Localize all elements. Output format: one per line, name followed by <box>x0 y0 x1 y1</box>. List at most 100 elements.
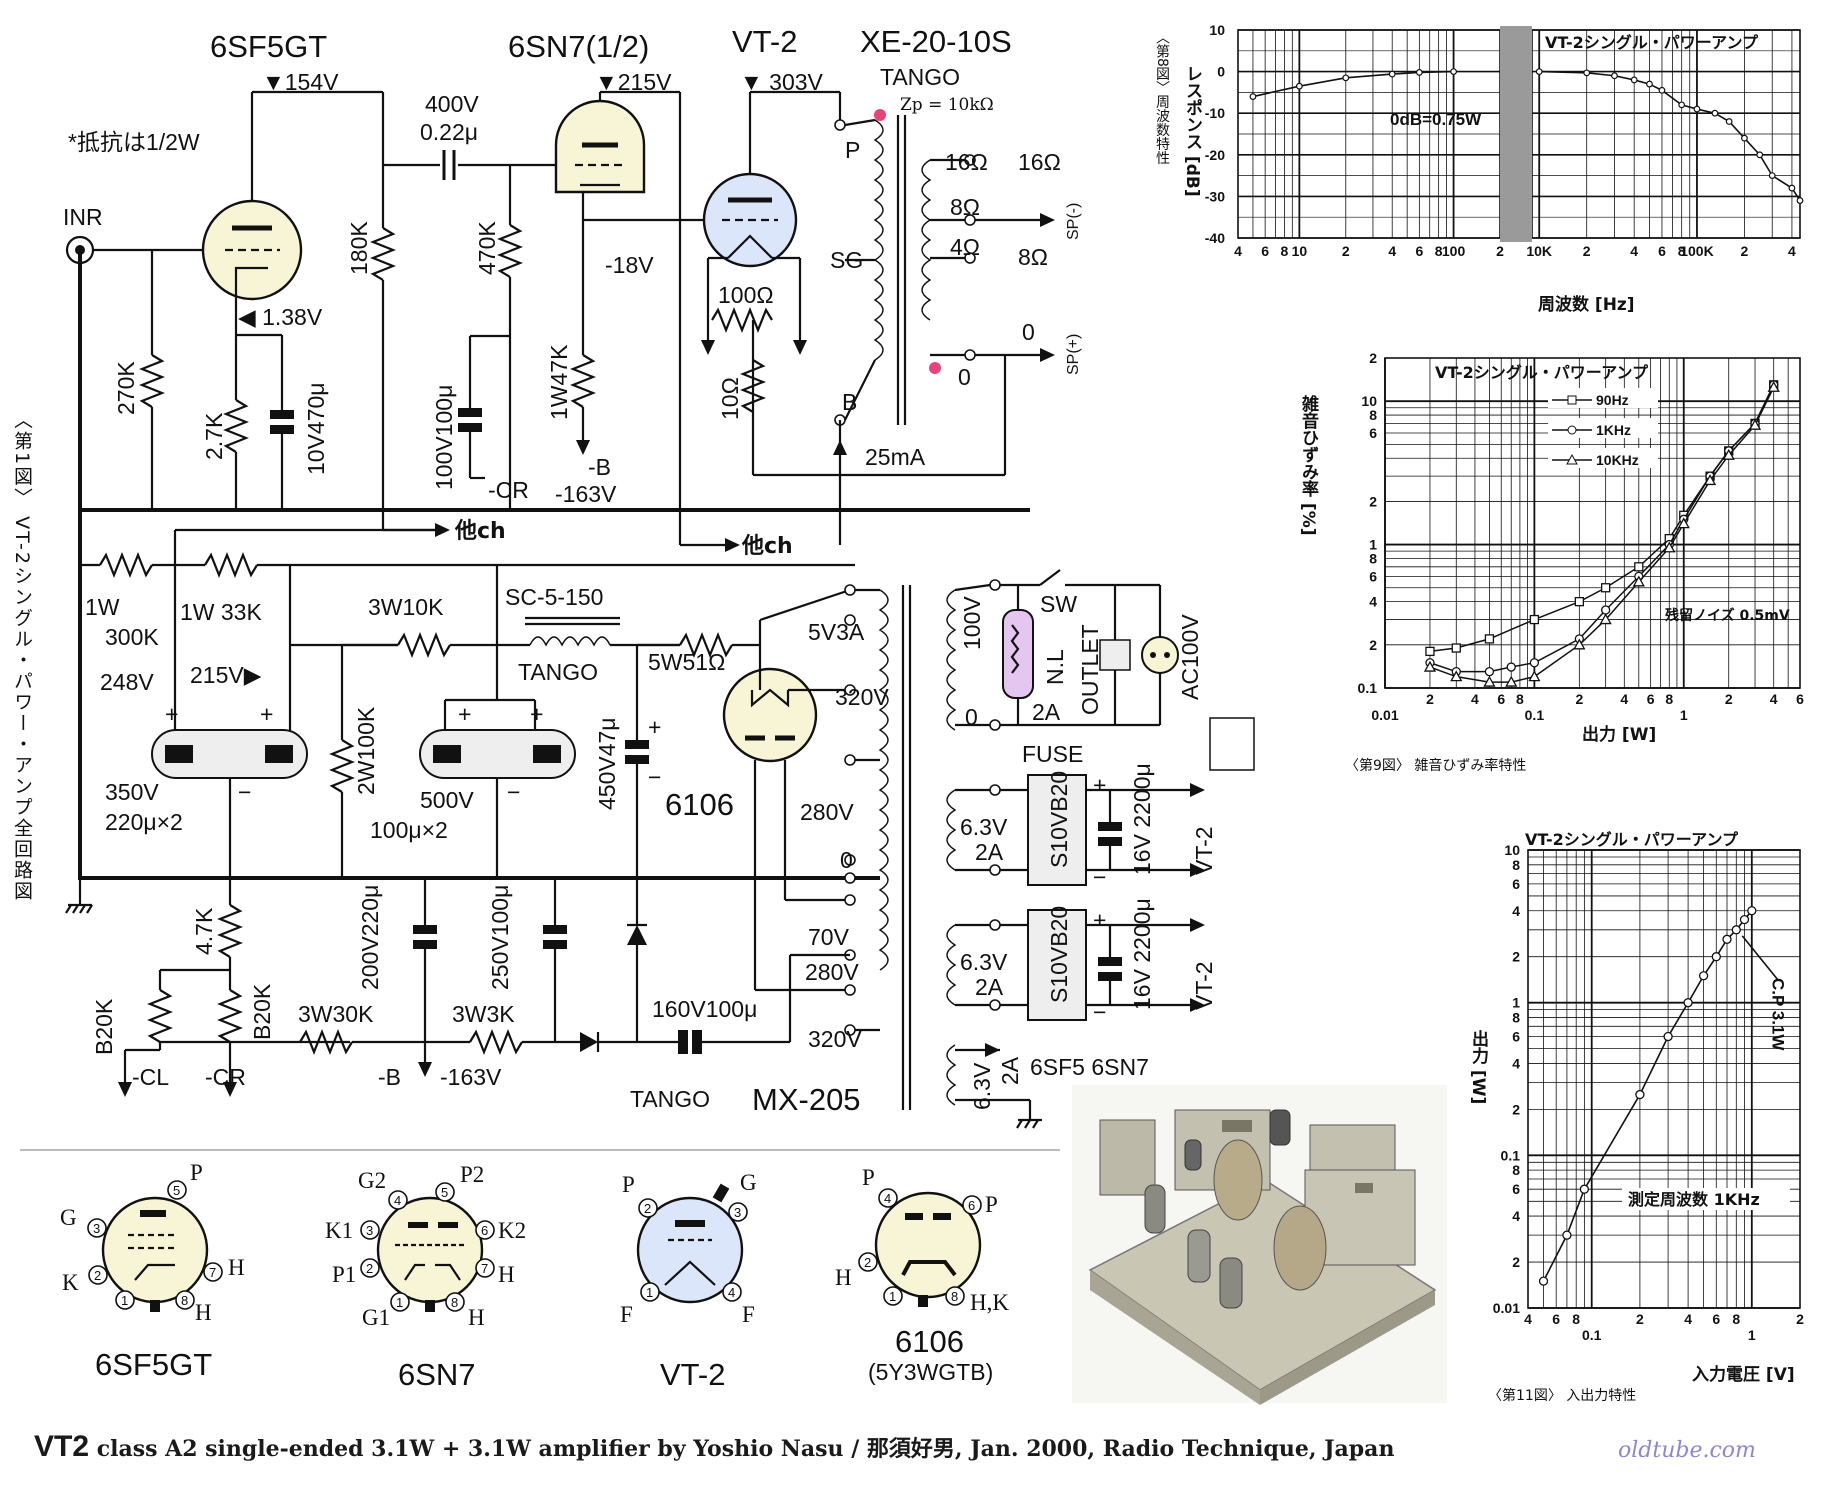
data-point <box>1711 109 1719 117</box>
r1w33k-label: 1W 33K <box>180 599 262 625</box>
legend-marker <box>1567 395 1577 405</box>
h1-diode: S10VB20 <box>1046 771 1072 868</box>
svg-text:7: 7 <box>209 1265 216 1280</box>
r4-7k-label: 4.7K <box>191 907 217 955</box>
y-tick-label: 8 <box>1512 857 1520 873</box>
pinout-4-name: 6106 <box>895 1324 964 1359</box>
c500v-label: 500V <box>420 787 474 813</box>
y-tick-label: 4 <box>1512 1208 1520 1224</box>
svg-text:P: P <box>862 1165 875 1190</box>
tap-p: P <box>845 137 860 163</box>
data-point <box>1579 1184 1590 1194</box>
pt-280b: 280V <box>805 959 859 985</box>
x-tick-label: 2 <box>1725 691 1733 707</box>
pinout-1-name: 6SF5GT <box>95 1347 212 1382</box>
v3-grid-voltage: -18V <box>605 252 654 278</box>
cl-label: -CL <box>132 1064 169 1090</box>
data-point <box>1693 105 1701 113</box>
y-tick-label: 8 <box>1369 407 1377 423</box>
legend-marker <box>1566 453 1578 465</box>
svg-text:3: 3 <box>734 1205 741 1220</box>
b20k-1-label: B20K <box>91 998 117 1055</box>
data-point <box>1611 72 1618 80</box>
b-minus-label: -B <box>588 454 611 480</box>
data-point <box>1630 76 1638 84</box>
svg-text:P: P <box>190 1160 203 1185</box>
pt-70: 70V <box>808 924 850 950</box>
svg-text:1: 1 <box>889 1289 896 1304</box>
y-tick-label: 0 <box>1217 64 1225 80</box>
y-tick-label: 8 <box>1369 550 1377 566</box>
x-tick-label: 1 <box>1680 707 1688 723</box>
v1-cathode-voltage: ◀ 1.38V <box>238 304 323 330</box>
svg-text:G2: G2 <box>358 1168 386 1193</box>
chart1-title: VT-2シングル・パワーアンプ <box>1545 33 1759 52</box>
svg-text:−: − <box>1093 999 1106 1025</box>
svg-text:H: H <box>228 1255 245 1280</box>
v3-plate-voltage: ▼ 303V <box>740 69 824 95</box>
y-tick-label: 4 <box>1369 594 1377 610</box>
x-tick-label: 10K <box>1526 243 1552 259</box>
data-point <box>1677 517 1690 529</box>
pt-maker: TANGO <box>630 1086 710 1112</box>
data-point <box>1484 667 1495 677</box>
sec-8: 8Ω <box>1018 244 1048 270</box>
x-tick-label: 100 <box>1442 243 1466 259</box>
tube-6106 <box>722 588 851 992</box>
pt-320: 320V <box>835 684 889 710</box>
x-tick-label: 6 <box>1712 1311 1720 1327</box>
zp-label: Zp = 10kΩ <box>900 95 994 115</box>
y-tick-label: -10 <box>1205 105 1225 121</box>
data-point <box>1722 934 1732 944</box>
tube-6sn7 <box>554 90 740 552</box>
svg-text:+: + <box>165 701 178 727</box>
data-point <box>1767 380 1780 392</box>
x-tick-label: 4 <box>1788 243 1796 259</box>
data-point <box>1249 93 1257 100</box>
v215: 215V▶ <box>190 662 262 688</box>
bias-supply <box>118 878 792 1097</box>
svg-text:1: 1 <box>396 1295 403 1310</box>
cc-voltage: 400V <box>425 91 479 117</box>
c10v470-label: 10V470μ <box>303 382 329 475</box>
x-tick-label: 0.1 <box>1525 707 1545 723</box>
data-point <box>1768 172 1776 180</box>
h2-cap: 16V 2200μ <box>1129 898 1155 1010</box>
data-point <box>1583 69 1591 77</box>
chart3-title: VT-2シングル・パワーアンプ <box>1525 830 1739 849</box>
v3-label: VT-2 <box>732 24 797 59</box>
svg-text:K2: K2 <box>498 1218 526 1243</box>
r100ohm-label: 100Ω <box>718 282 774 308</box>
y-tick-label: 0.1 <box>1358 680 1378 696</box>
svg-text:H: H <box>498 1262 515 1287</box>
data-point <box>1528 670 1541 682</box>
sec-0: 0 <box>1022 319 1035 345</box>
ac-label: AC100V <box>1177 614 1203 700</box>
x-tick-label: 4 <box>1684 1311 1692 1327</box>
h1-v: 6.3V <box>960 814 1008 840</box>
series-line <box>1539 70 1801 201</box>
svg-text:K: K <box>62 1270 79 1295</box>
fuse-a: 2A <box>1032 699 1061 725</box>
cap-500v-block: + + − <box>419 565 576 880</box>
series-line <box>1542 910 1753 1282</box>
output-transformer <box>833 109 1055 545</box>
legend-marker <box>1567 425 1577 435</box>
x-tick-label: 100K <box>1680 243 1713 259</box>
site-link[interactable]: oldtube.com <box>1618 1438 1756 1463</box>
data-point <box>1483 675 1496 687</box>
x-tick-label: 4 <box>1620 691 1628 707</box>
data-point <box>1599 613 1612 625</box>
outlet-label: OUTLET <box>1077 624 1103 715</box>
y-tick-label: 1 <box>1512 995 1520 1011</box>
chart2-ylabel: 雑音ひずみ率 [%] <box>1298 394 1320 536</box>
chart2-xlabel: 出力 [W] <box>1582 724 1656 745</box>
b20k-2-label: B20K <box>249 983 275 1040</box>
pinout-6sn7: 4 5 3 6 2 7 1 8 G2 P2 K1 K2 P1 H G1 H <box>325 1162 526 1330</box>
data-point <box>1739 914 1750 925</box>
series-line <box>1252 70 1454 98</box>
svg-text:H,K: H,K <box>970 1290 1009 1315</box>
legend-entry: 10KHz <box>1596 452 1639 468</box>
data-point <box>1756 151 1764 159</box>
cr2-label: -CR <box>205 1064 246 1090</box>
